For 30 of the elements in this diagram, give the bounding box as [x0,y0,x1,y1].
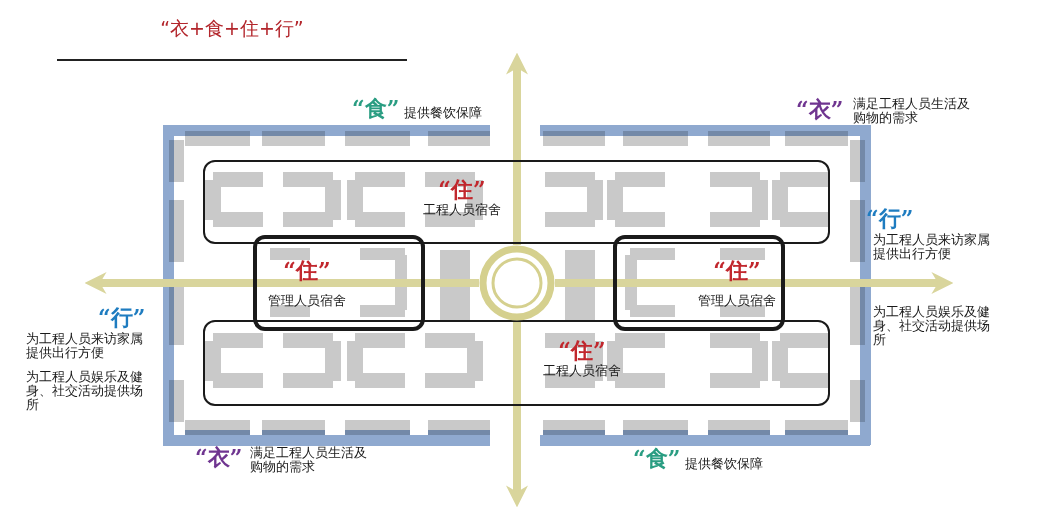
zone-box [203,320,830,406]
category-label: “食” [633,445,681,471]
zone-heading: “住” [282,257,332,283]
zone-label: 工程人员宿舍 [542,363,622,378]
description-text: 满足工程人员生活及购物的需求 [250,446,368,474]
zone-heading: “住” [557,337,607,363]
title: “衣+食+住+行” [159,16,305,40]
category-label: “行” [98,304,146,330]
description-text: 为工程人员来访家属提供出行方便 [873,233,991,261]
category-label: “行” [866,205,914,231]
zone-label: 管理人员宿舍 [267,293,347,308]
arrow [84,272,479,294]
zone-box [613,235,785,331]
description-text: 提供餐饮保障 [685,457,764,471]
zone-label: 工程人员宿舍 [422,202,502,217]
zone-heading: “住” [712,257,762,283]
ring-symbol [479,245,555,321]
arrow [555,272,954,294]
category-label: “食” [352,95,400,121]
zone-box [203,160,830,244]
description-text: 提供餐饮保障 [404,106,483,120]
zone-heading: “住” [437,176,487,202]
description-text: 满足工程人员生活及购物的需求 [853,97,971,125]
description-text: 为工程人员来访家属提供出行方便 [26,332,144,360]
description-text: 为工程人员娱乐及健身、社交活动提供场所 [26,370,144,412]
description-text: 为工程人员娱乐及健身、社交活动提供场所 [873,305,991,347]
zone-label: 管理人员宿舍 [697,293,777,308]
zone-box [253,235,425,331]
category-label: “衣” [195,444,243,470]
category-label: “衣” [796,96,844,122]
